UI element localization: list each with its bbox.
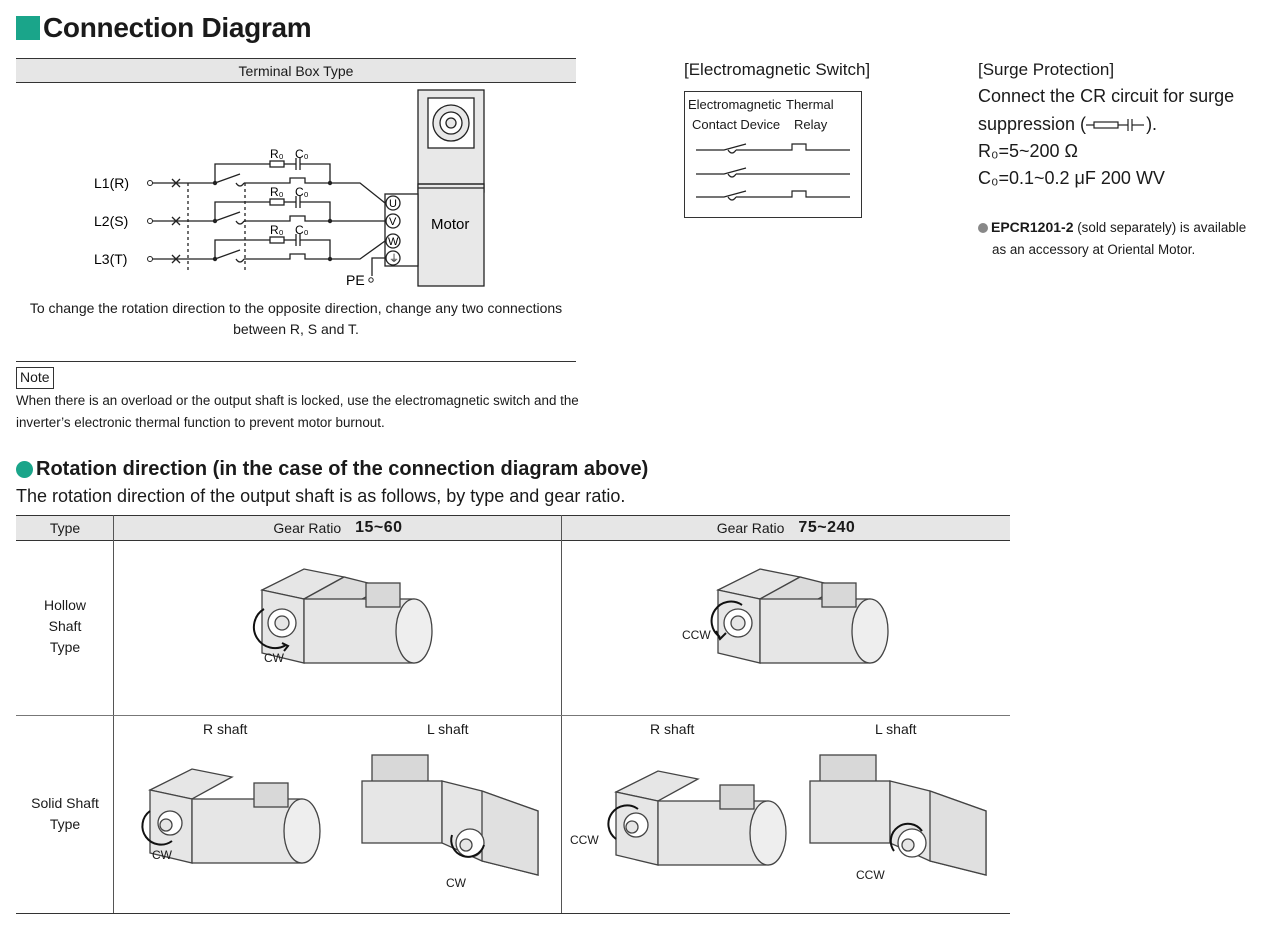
r0-label-2: R₀ — [270, 185, 284, 199]
hollow-cw-label: CW — [264, 651, 284, 665]
solid-l-motor-cw — [361, 754, 539, 876]
terminal-w-label: W — [388, 236, 399, 248]
title-square-icon — [16, 16, 40, 40]
solid-r-motor-ccw — [607, 770, 787, 866]
bullet-icon — [978, 223, 988, 233]
hollow-motor-cw — [252, 568, 433, 664]
c0-label-2: C₀ — [295, 185, 309, 199]
l-shaft-label-b: L shaft — [875, 721, 917, 737]
em-thermal-label-1: Thermal — [786, 97, 834, 112]
em-switch-title: [Electromagnetic Switch] — [684, 60, 871, 79]
surge-r0-spec: R₀=5~200 Ω — [978, 141, 1078, 161]
line-l1-label: L1(R) — [94, 175, 129, 191]
cr-circuit-icon — [1086, 118, 1145, 131]
row-divider — [16, 715, 1010, 716]
em-device-label-2: Contact Device — [692, 117, 781, 132]
page-title: Connection Diagram — [16, 10, 312, 46]
solid-r-ccw-label: CCW — [570, 833, 599, 847]
solid-r-cw-label-a: CW — [152, 848, 172, 862]
table-bottom-line — [16, 913, 1010, 914]
terminal-v-label: V — [389, 216, 397, 228]
line-l3-label: L3(T) — [94, 251, 127, 267]
surge-line-1: Connect the CR circuit for surge — [978, 86, 1235, 106]
rotation-change-note: To change the rotation direction to the … — [29, 300, 563, 337]
surge-line-2: suppression ( ). — [978, 114, 1158, 134]
note-label: Note — [16, 367, 54, 389]
note-text: When there is an overload or the output … — [16, 393, 579, 430]
surge-c0-spec: C₀=0.1~0.2 μF 200 WV — [978, 168, 1165, 188]
surge-accessory-note: EPCR1201-2 (sold separately) is availabl… — [978, 216, 1278, 261]
r0-label-1: R₀ — [270, 147, 284, 161]
r-shaft-label-b: R shaft — [650, 721, 695, 737]
c0-label-1: C₀ — [295, 147, 309, 161]
title-bullet-icon — [16, 460, 33, 478]
accessory-code: EPCR1201-2 — [991, 219, 1074, 235]
c0-label-3: C₀ — [295, 223, 309, 237]
col-divider-2 — [561, 515, 562, 914]
motor-label: Motor — [431, 216, 469, 233]
rotation-title: Rotation direction (in the case of the c… — [16, 456, 648, 482]
l-shaft-label-a: L shaft — [427, 721, 469, 737]
em-thermal-label-2: Relay — [794, 117, 828, 132]
solid-l-motor-ccw — [809, 754, 987, 876]
rotation-subtitle: The rotation direction of the output sha… — [16, 486, 626, 506]
pe-label: PE — [346, 272, 365, 288]
em-switch-box — [684, 91, 862, 218]
note-divider — [16, 361, 576, 362]
line-l2-label: L2(S) — [94, 213, 128, 229]
col-divider-1 — [113, 515, 114, 914]
r0-label-3: R₀ — [270, 223, 284, 237]
solid-l-ccw-label: CCW — [856, 868, 885, 882]
ground-icon: ⏚ — [389, 253, 399, 265]
em-switch-diagram — [696, 143, 850, 201]
surge-title: [Surge Protection] — [978, 60, 1115, 79]
hollow-motor-ccw — [710, 568, 889, 664]
solid-l-cw-label: CW — [446, 876, 466, 890]
em-device-label-1: Electromagnetic — [688, 97, 782, 112]
hollow-ccw-label: CCW — [682, 628, 711, 642]
terminal-box-header: Terminal Box Type — [16, 58, 576, 83]
wiring-diagram: L1(R) L2(S) L3(T) R₀ C₀ R₀ C₀ R₀ C₀ U V … — [94, 89, 485, 288]
terminal-u-label: U — [389, 198, 397, 210]
solid-r-motor-cw — [141, 768, 321, 864]
header-type: Type — [49, 520, 81, 536]
r-shaft-label-a: R shaft — [203, 721, 248, 737]
